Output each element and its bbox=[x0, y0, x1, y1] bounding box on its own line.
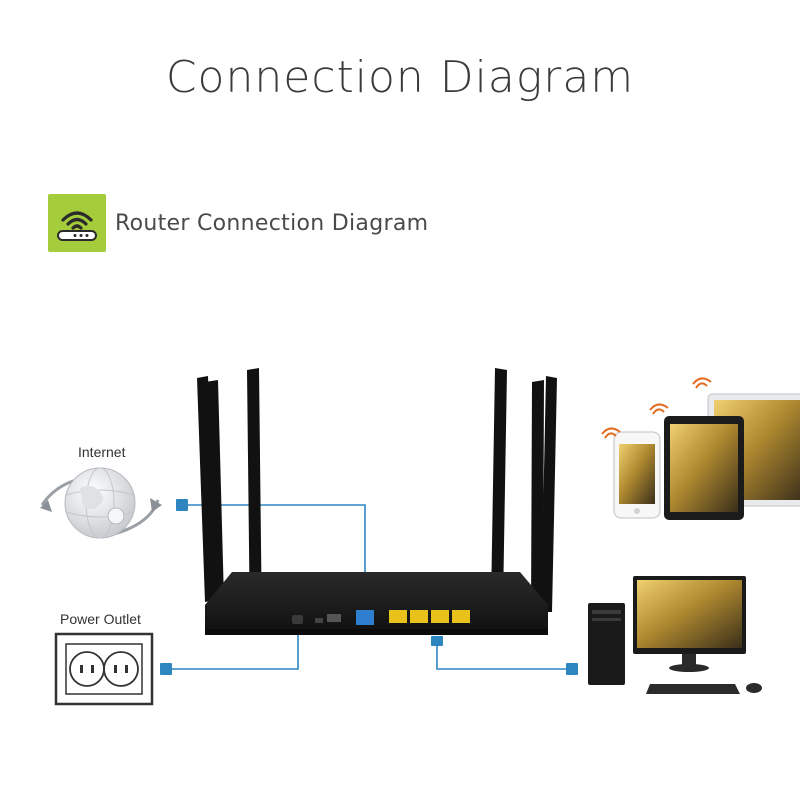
power-port bbox=[292, 615, 303, 624]
subtitle: Router Connection Diagram bbox=[115, 210, 429, 236]
power-outlet-icon bbox=[54, 632, 154, 706]
page-title: Connection Diagram bbox=[165, 52, 635, 103]
power-outlet-label: Power Outlet bbox=[60, 611, 141, 627]
wan-cable bbox=[188, 504, 366, 596]
tablet-icon bbox=[664, 416, 744, 520]
antenna-6 bbox=[541, 376, 557, 612]
mouse bbox=[746, 683, 762, 693]
wifi-router-icon bbox=[48, 194, 106, 252]
lan-port-2 bbox=[410, 610, 428, 623]
subtitle-row: Router Connection Diagram bbox=[48, 193, 428, 253]
lan-cable bbox=[436, 640, 566, 670]
lan-port-1 bbox=[389, 610, 407, 623]
lan-port-3 bbox=[431, 610, 449, 623]
globe-icon bbox=[40, 467, 162, 539]
usb-port bbox=[327, 614, 341, 622]
lan-port-4 bbox=[452, 610, 470, 623]
router-body bbox=[205, 572, 548, 632]
wifi-signal-icon bbox=[601, 377, 712, 439]
reset-port bbox=[315, 618, 323, 623]
cables bbox=[172, 504, 566, 670]
wan-plug-left bbox=[176, 499, 188, 511]
phone-icon bbox=[613, 431, 661, 519]
wan-port bbox=[356, 610, 374, 625]
pc-tower bbox=[588, 603, 625, 685]
antenna-2 bbox=[205, 380, 224, 602]
antennas bbox=[197, 368, 557, 634]
lan-plug-pc bbox=[566, 663, 578, 675]
router bbox=[197, 368, 557, 635]
desktop-computer-icon bbox=[588, 576, 762, 694]
internet-label: Internet bbox=[78, 444, 126, 460]
antenna-4 bbox=[491, 368, 507, 604]
lan-plug-router bbox=[431, 636, 443, 646]
keyboard bbox=[646, 684, 740, 694]
power-cable bbox=[172, 632, 299, 670]
antenna-5 bbox=[531, 380, 544, 612]
antenna-3 bbox=[247, 368, 262, 634]
wireless-devices-icon bbox=[601, 377, 800, 520]
power-plug bbox=[160, 663, 172, 675]
